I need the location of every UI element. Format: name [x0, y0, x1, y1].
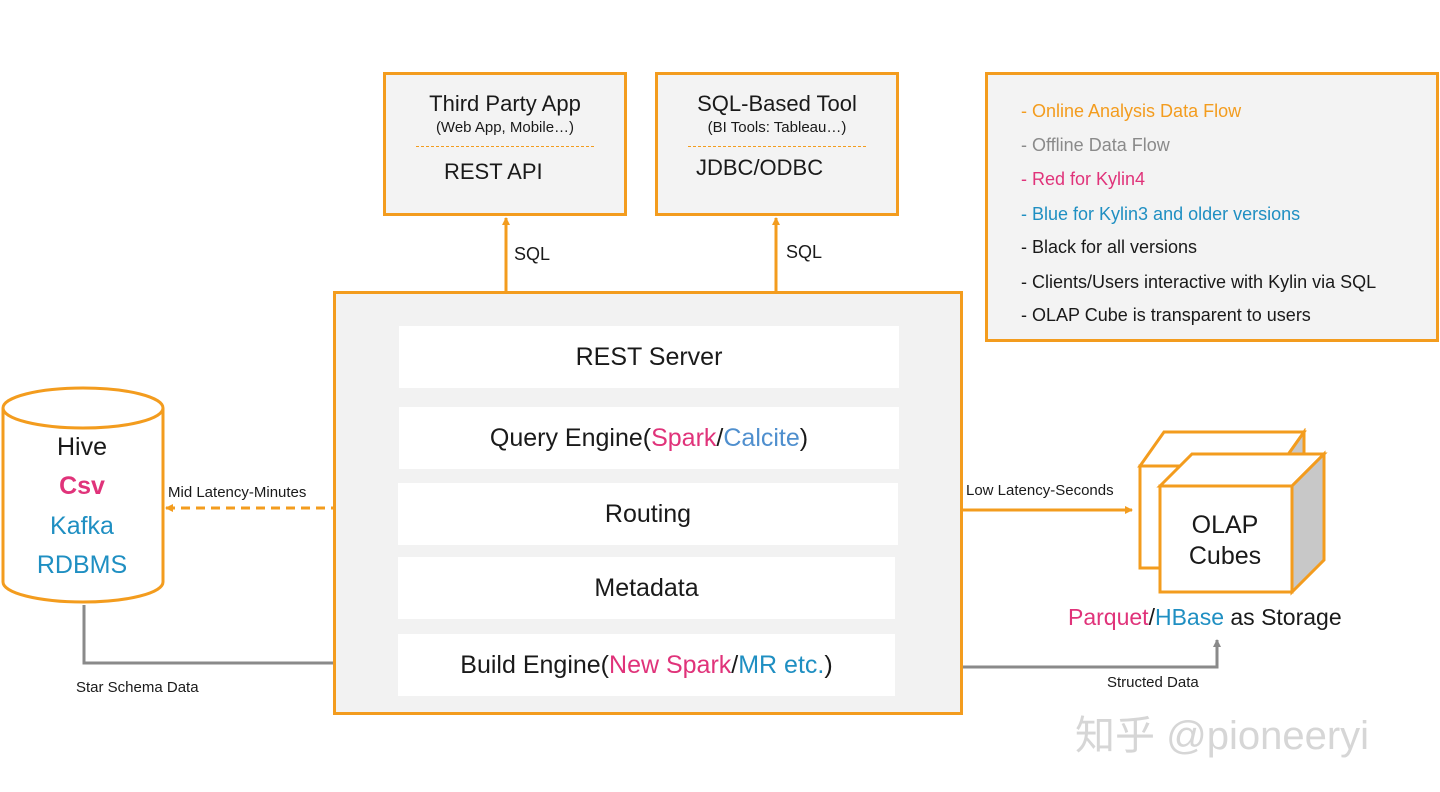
jdbc-odbc-label: JDBC/ODBC: [696, 155, 824, 180]
star-schema-label: Star Schema Data: [76, 679, 199, 696]
legend-red: - Red for Kylin4: [1021, 169, 1146, 189]
query-engine-suffix: ): [799, 423, 809, 452]
storage-hbase: HBase: [1154, 604, 1224, 630]
legend-black: - Black for all versions: [1021, 237, 1198, 257]
layer-routing: Routing: [398, 483, 898, 545]
legend-box: - Online Analysis Data Flow - Offline Da…: [985, 72, 1439, 342]
layer-build-engine: Build Engine(New Spark/MR etc.): [398, 634, 895, 696]
source-rdbms: RDBMS: [36, 551, 128, 579]
rest-server-label: REST Server: [575, 342, 723, 371]
storage-suffix: as Storage: [1224, 604, 1342, 630]
watermark: 知乎 @pioneeryi: [1075, 714, 1370, 758]
legend-blue: - Blue for Kylin3 and older versions: [1021, 204, 1301, 224]
source-hive: Hive: [56, 433, 107, 461]
sql-tool-box: SQL-Based Tool (BI Tools: Tableau…) JDBC…: [655, 72, 899, 216]
storage-sep: /: [1148, 604, 1155, 630]
structed-data-label: Structed Data: [1107, 674, 1199, 691]
data-source-cylinder: [1, 386, 165, 604]
kylin-server-box: REST Server Query Engine(Spark/Calcite) …: [333, 291, 963, 715]
query-engine-prefix: Query Engine(: [489, 423, 652, 452]
routing-label: Routing: [604, 499, 692, 528]
query-engine-spark: Spark: [651, 423, 717, 452]
mid-latency-label: Mid Latency-Minutes: [168, 484, 307, 501]
sql-tool-divider: [688, 146, 866, 147]
olap-cubes-line2: Cubes: [1188, 542, 1262, 570]
build-engine-suffix: ): [824, 650, 833, 679]
rest-api-label: REST API: [444, 159, 543, 184]
third-party-app-box: Third Party App (Web App, Mobile…) REST …: [383, 72, 627, 216]
layer-rest-server: REST Server: [399, 326, 899, 388]
query-engine-sep: /: [716, 423, 724, 452]
star-schema-arrow: [82, 605, 397, 667]
build-engine-sep: /: [731, 650, 739, 679]
third-party-app-subtitle: (Web App, Mobile…): [435, 119, 575, 136]
sql-label-right: SQL: [786, 242, 823, 262]
storage-parquet: Parquet: [1068, 604, 1149, 630]
sql-tool-subtitle: (BI Tools: Tableau…): [707, 119, 847, 136]
build-engine-new-spark: New Spark: [609, 650, 732, 679]
legend-olap: - OLAP Cube is transparent to users: [1021, 305, 1311, 325]
query-engine-calcite: Calcite: [723, 423, 800, 452]
third-party-app-title: Third Party App: [429, 91, 581, 116]
structed-data-arrow: [896, 639, 1221, 669]
olap-cubes-graphic: [1137, 428, 1328, 596]
third-party-divider: [416, 146, 594, 147]
storage-label: Parquet/HBase as Storage: [1068, 604, 1342, 631]
build-engine-mr: MR etc.: [738, 650, 825, 679]
sql-label-left: SQL: [514, 244, 551, 264]
legend-online: - Online Analysis Data Flow: [1021, 101, 1242, 121]
olap-cubes-line1: OLAP: [1191, 511, 1259, 539]
metadata-label: Metadata: [594, 573, 699, 602]
sql-tool-title: SQL-Based Tool: [697, 91, 857, 116]
build-engine-prefix: Build Engine(: [460, 650, 610, 679]
source-kafka: Kafka: [50, 512, 114, 540]
legend-clients: - Clients/Users interactive with Kylin v…: [1021, 272, 1377, 292]
legend-offline: - Offline Data Flow: [1021, 135, 1170, 155]
low-latency-label: Low Latency-Seconds: [966, 482, 1114, 499]
layer-query-engine: Query Engine(Spark/Calcite): [399, 407, 899, 469]
source-csv: Csv: [59, 472, 105, 500]
layer-metadata: Metadata: [398, 557, 895, 619]
